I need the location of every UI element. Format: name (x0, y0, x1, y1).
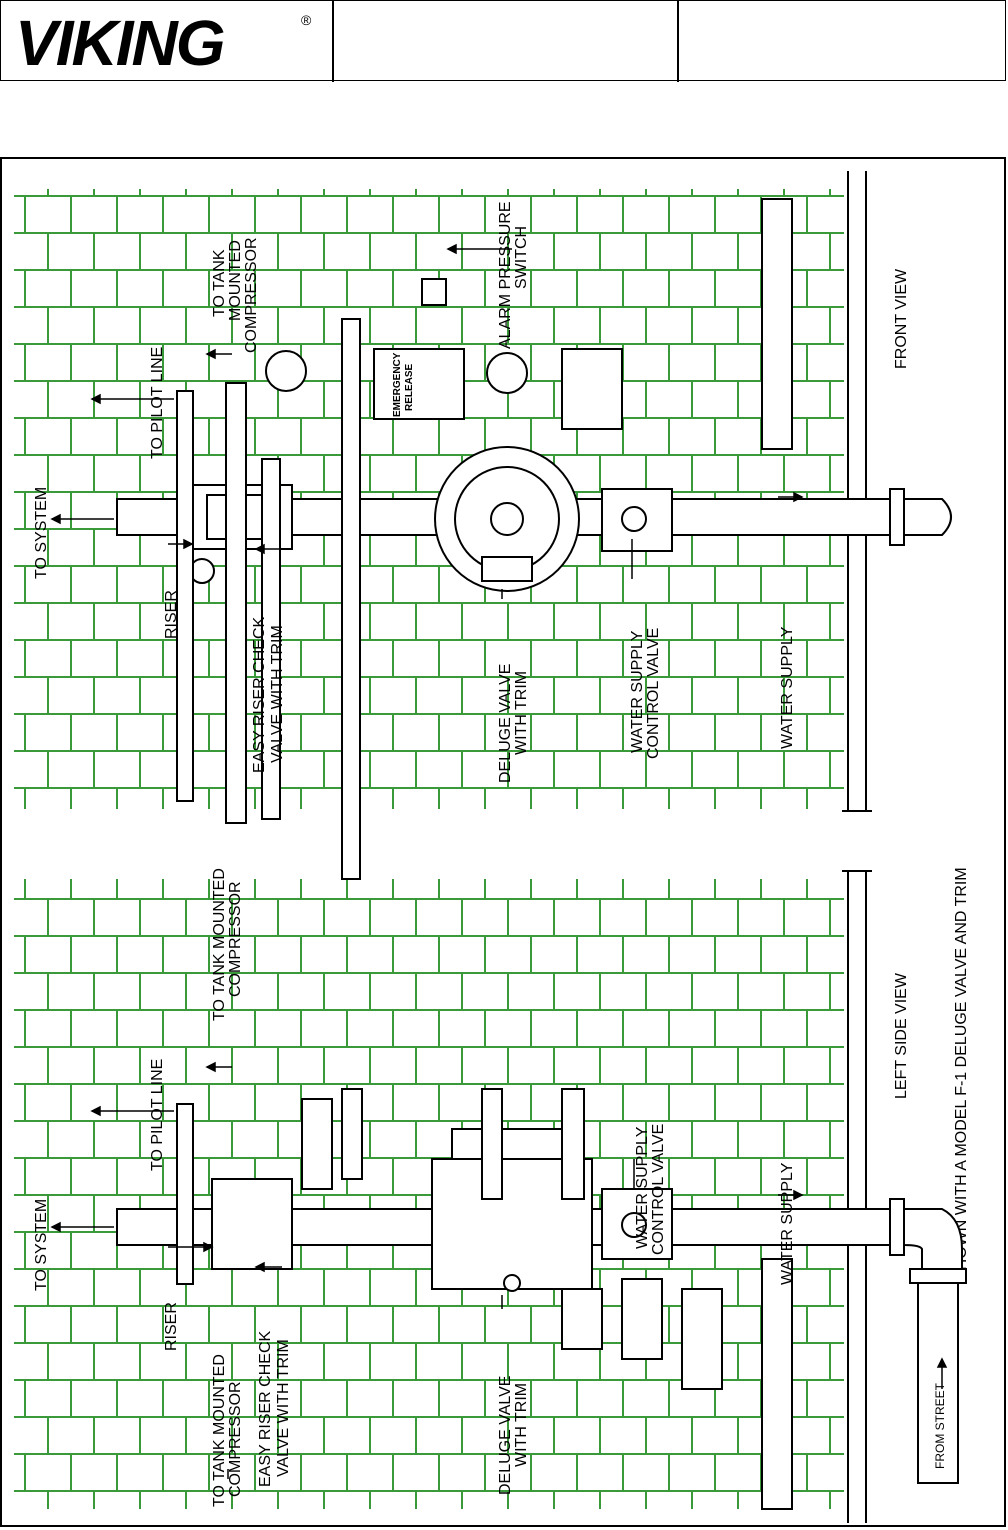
front-emergency-text: EMERGENCY RELEASE (392, 352, 415, 417)
side-view-title: LEFT SIDE VIEW (893, 972, 910, 1099)
water-drop-icon (233, 25, 251, 57)
side-label-to-system: TO SYSTEM (33, 1199, 50, 1291)
side-bypass-pipe (761, 1258, 793, 1510)
front-label-alarm-1: ALARM PRESSURE (497, 201, 514, 349)
header-right-panel (677, 1, 1007, 82)
brand-text: VIKING (15, 7, 224, 79)
side-pilot-pipe (176, 1103, 194, 1285)
side-label-pilot-line: TO PILOT LINE (149, 1059, 166, 1171)
side-view-piping (116, 1088, 967, 1510)
front-label-wscv-1: WATER SUPPLY (629, 630, 646, 753)
side-label-water-supply: WATER SUPPLY (779, 1162, 796, 1285)
side-easy-riser-valve (211, 1178, 293, 1270)
side-view-floor (842, 870, 872, 1523)
front-label-alarm-2: SWITCH (513, 226, 530, 289)
side-label-easy-riser-1: EASY RISER CHECK (257, 1330, 274, 1487)
registered-mark: ® (301, 12, 312, 28)
front-label-wscv-2: CONTROL VALVE (645, 628, 662, 759)
front-label-tank-2: MOUNTED (227, 240, 244, 321)
side-label-tank-bot-2: COMPRESSOR (227, 1381, 244, 1497)
front-label-water-supply: WATER SUPPLY (779, 626, 796, 749)
page-header: VIKING ® (0, 0, 1007, 82)
front-pilot-pipe (176, 390, 194, 802)
emergency-release-box (373, 348, 465, 420)
side-view-arrows (50, 1061, 948, 1479)
front-view-piping (116, 198, 952, 880)
side-label-tank-bot-1: TO TANK MOUNTED (211, 1354, 228, 1507)
viking-logo-mark: VIKING ® (15, 7, 312, 79)
side-label-tank-top-2: COMPRESSOR (227, 881, 244, 997)
svg-text:EMERGENCY: EMERGENCY (392, 352, 403, 417)
diagram-frame: EMERGENCY RELEASE TO SYSTEM RISER TO PIL… (0, 157, 1006, 1527)
front-label-easy-riser-1: EASY RISER CHECK (251, 616, 268, 773)
svg-text:RELEASE: RELEASE (404, 363, 415, 411)
side-label-wscv-2: CONTROL VALVE (650, 1124, 667, 1255)
side-label-easy-riser-2: VALVE WITH TRIM (275, 1339, 292, 1477)
front-view-arrows (50, 243, 804, 599)
side-view-brick-wall (14, 879, 844, 1509)
side-label-tank-top-1: TO TANK MOUNTED (211, 868, 228, 1021)
side-label-riser: RISER (163, 1302, 180, 1351)
front-label-deluge-2: WITH TRIM (513, 671, 530, 755)
front-water-supply-bypass (761, 198, 793, 450)
front-view-title: FRONT VIEW (893, 268, 910, 369)
diagram-caption: SHOWN WITH A MODEL F-1 DELUGE VALVE AND … (953, 867, 970, 1281)
side-view-labels: TO SYSTEM RISER TO PILOT LINE TO TANK MO… (33, 868, 947, 1507)
front-view-labels: TO SYSTEM RISER TO PILOT LINE TO TANK MO… (33, 201, 910, 783)
front-gauge-1-icon (265, 350, 307, 392)
alarm-pressure-switch-icon (421, 278, 447, 306)
riser-diagram: EMERGENCY RELEASE TO SYSTEM RISER TO PIL… (14, 171, 970, 1523)
front-view-floor (842, 171, 872, 812)
front-label-pilot-line: TO PILOT LINE (149, 347, 166, 459)
front-label-deluge-1: DELUGE VALVE (497, 664, 514, 783)
from-street-pipe (917, 1282, 959, 1484)
front-label-easy-riser-2: VALVE WITH TRIM (269, 625, 286, 763)
front-label-riser: RISER (163, 590, 180, 639)
viking-logo: VIKING ® (1, 1, 334, 82)
front-label-tank-1: TO TANK (211, 249, 228, 317)
front-label-to-system: TO SYSTEM (33, 487, 50, 579)
side-label-wscv-1: WATER SUPPLY (634, 1126, 651, 1249)
front-label-tank-3: COMPRESSOR (243, 237, 260, 353)
side-label-deluge-2: WITH TRIM (513, 1383, 530, 1467)
front-gauge-2-icon (486, 352, 528, 394)
side-label-deluge-1: DELUGE VALVE (497, 1376, 514, 1495)
side-label-from-street: FROM STREET (933, 1382, 947, 1469)
